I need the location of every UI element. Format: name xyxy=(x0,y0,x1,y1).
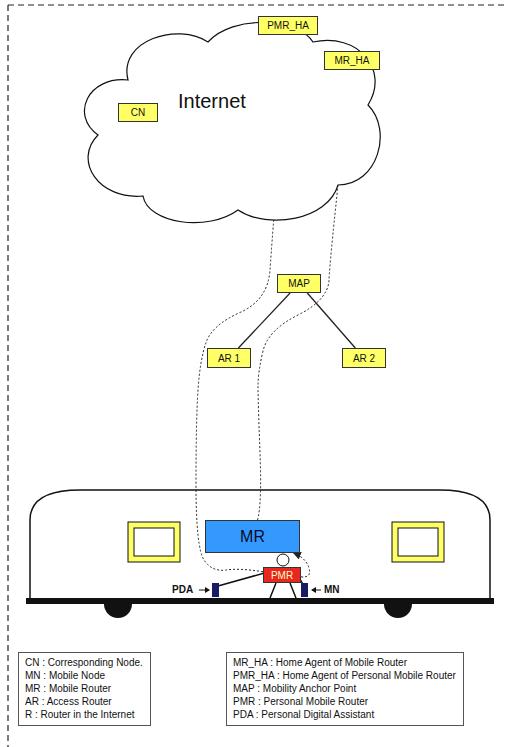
network-node-box: MR_HA xyxy=(324,51,380,70)
page-border xyxy=(7,5,8,747)
node-label: MR xyxy=(240,528,265,546)
legend-line: PMR_HA : Home Agent of Personal Mobile R… xyxy=(233,669,456,682)
legend-box: MR_HA : Home Agent of Mobile RouterPMR_H… xyxy=(226,652,464,726)
legend-line: PMR : Personal Mobile Router xyxy=(233,695,456,708)
legend-box: CN : Corresponding Node.MN : Mobile Node… xyxy=(18,652,151,726)
legend-line: CN : Corresponding Node. xyxy=(25,656,143,669)
cloud-label: Internet xyxy=(178,90,246,113)
page-border xyxy=(8,4,506,5)
node-label: MR_HA xyxy=(334,55,369,66)
legend-line: R : Router in the Internet xyxy=(25,708,143,721)
network-node-box: MR xyxy=(205,520,300,553)
network-node-box: MAP xyxy=(277,274,321,293)
internet-cloud: Internet PMR_HA MR_HA CN xyxy=(68,10,384,230)
legend-line: AR : Access Router xyxy=(25,695,143,708)
bus-wheel xyxy=(104,604,132,618)
legend-line: MR : Mobile Router xyxy=(25,682,143,695)
network-node-box: PMR_HA xyxy=(258,16,318,35)
node-label: PMR_HA xyxy=(267,20,309,31)
pda-device xyxy=(212,583,219,597)
network-node-box: AR 1 xyxy=(207,348,251,368)
node-label: PMR xyxy=(271,570,293,581)
legend-line: MAP : Mobility Anchor Point xyxy=(233,682,456,695)
node-label: AR 1 xyxy=(218,353,240,364)
legend-line: MR_HA : Home Agent of Mobile Router xyxy=(233,656,456,669)
device-label: PDA xyxy=(172,584,193,595)
mn-device xyxy=(301,583,308,597)
bus-window xyxy=(392,522,444,562)
cloud-outline xyxy=(84,22,380,222)
node-label: CN xyxy=(131,107,145,118)
device-label: MN xyxy=(324,584,340,595)
legend-line: MN : Mobile Node xyxy=(25,669,143,682)
legend-line: PDA : Personal Digital Assistant xyxy=(233,708,456,721)
leader-arrow xyxy=(311,587,316,593)
bus-floor xyxy=(26,598,494,604)
network-node-box: PMR xyxy=(263,567,301,583)
bus-window xyxy=(398,528,438,556)
leader-arrow xyxy=(205,587,210,593)
node-label: MAP xyxy=(288,278,310,289)
node-label: AR 2 xyxy=(353,353,375,364)
bus-window xyxy=(134,528,174,556)
cloud-outline xyxy=(68,10,384,230)
network-node-box: CN xyxy=(118,103,158,122)
bus-window xyxy=(128,522,180,562)
network-node-box: AR 2 xyxy=(342,348,386,368)
link-line xyxy=(307,293,355,348)
person-head xyxy=(277,554,289,566)
bus-wheel xyxy=(384,604,412,618)
link-line xyxy=(238,293,290,348)
person-leg xyxy=(270,583,296,598)
